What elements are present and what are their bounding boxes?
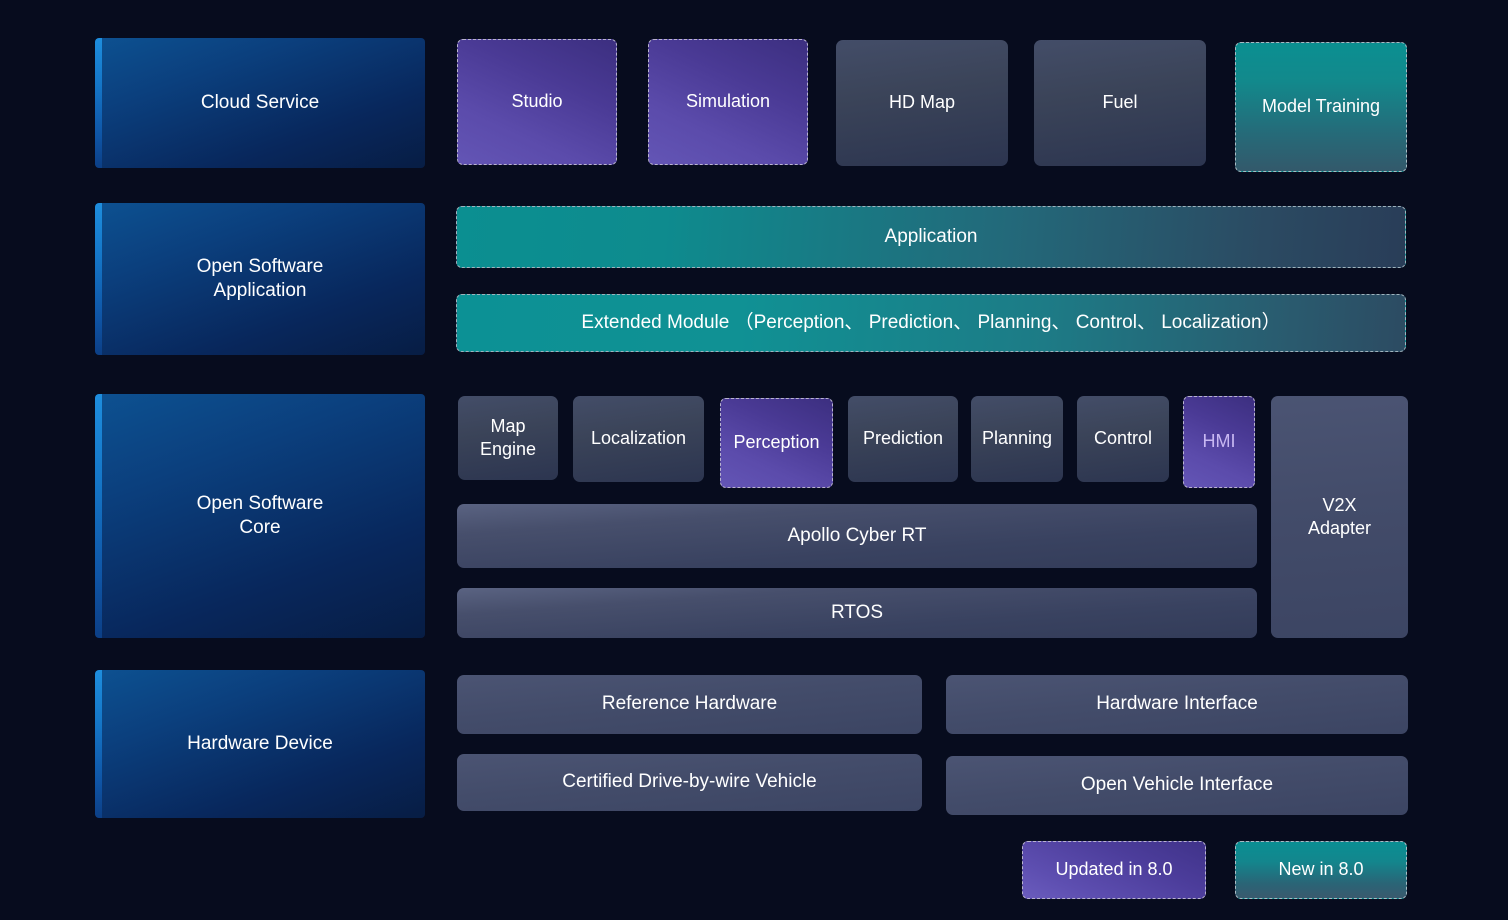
node-label-model-training: Model Training	[1261, 96, 1381, 117]
node-v2x-adapter[interactable]: V2X Adapter	[1271, 396, 1408, 638]
category-panel-cloud-service: Cloud Service	[95, 38, 425, 168]
node-hmi[interactable]: HMI	[1183, 396, 1255, 488]
legend-label-new: New in 8.0	[1278, 859, 1364, 880]
node-certified-drive-by-wire-vehicle[interactable]: Certified Drive-by-wire Vehicle	[457, 754, 922, 811]
node-label-fuel: Fuel	[1102, 92, 1138, 113]
node-application[interactable]: Application	[456, 206, 1406, 268]
node-hd-map[interactable]: HD Map	[836, 40, 1008, 166]
node-apollo-cyber-rt[interactable]: Apollo Cyber RT	[457, 504, 1257, 568]
node-studio[interactable]: Studio	[457, 39, 617, 165]
category-label-hardware-device: Hardware Device	[187, 732, 333, 754]
node-simulation[interactable]: Simulation	[648, 39, 808, 165]
node-fuel[interactable]: Fuel	[1034, 40, 1206, 166]
node-label-open-vehicle-interface: Open Vehicle Interface	[1080, 774, 1274, 796]
node-label-hd-map: HD Map	[888, 92, 955, 113]
node-open-vehicle-interface[interactable]: Open Vehicle Interface	[946, 756, 1408, 815]
node-perception[interactable]: Perception	[720, 398, 833, 488]
node-hardware-interface[interactable]: Hardware Interface	[946, 675, 1408, 734]
node-model-training[interactable]: Model Training	[1235, 42, 1407, 172]
node-label-map-engine: Map Engine	[479, 415, 537, 459]
node-label-v2x-adapter: V2X Adapter	[1307, 494, 1372, 538]
node-label-reference-hardware: Reference Hardware	[601, 693, 778, 715]
accent-bar	[95, 203, 102, 355]
node-label-hmi: HMI	[1202, 431, 1236, 452]
node-label-hardware-interface: Hardware Interface	[1096, 693, 1258, 715]
node-localization[interactable]: Localization	[573, 396, 704, 482]
category-label-open-software-core: Open Software Core	[196, 492, 324, 538]
node-reference-hardware[interactable]: Reference Hardware	[457, 675, 922, 734]
node-label-application: Application	[884, 225, 978, 247]
node-label-control: Control	[1093, 428, 1153, 449]
category-label-cloud-service: Cloud Service	[200, 91, 320, 113]
node-rtos[interactable]: RTOS	[457, 588, 1257, 638]
node-label-simulation: Simulation	[685, 91, 771, 112]
node-label-extended-module: Extended Module （Perception、 Prediction、…	[581, 311, 1281, 333]
node-label-planning: Planning	[981, 428, 1053, 449]
node-label-certified-drive-by-wire-vehicle: Certified Drive-by-wire Vehicle	[562, 771, 817, 793]
node-label-rtos: RTOS	[830, 601, 884, 623]
node-label-studio: Studio	[511, 91, 563, 112]
node-label-perception: Perception	[733, 432, 820, 453]
category-panel-hardware-device: Hardware Device	[95, 670, 425, 818]
node-label-apollo-cyber-rt: Apollo Cyber RT	[787, 524, 927, 546]
node-prediction[interactable]: Prediction	[848, 396, 958, 482]
node-label-prediction: Prediction	[862, 428, 944, 449]
accent-bar	[95, 394, 102, 638]
node-map-engine[interactable]: Map Engine	[458, 396, 558, 480]
legend-updated-in-8: Updated in 8.0	[1022, 841, 1206, 899]
legend-label-updated: Updated in 8.0	[1055, 859, 1173, 880]
category-panel-open-software-core: Open Software Core	[95, 394, 425, 638]
accent-bar	[95, 38, 102, 168]
node-extended-module[interactable]: Extended Module （Perception、 Prediction、…	[456, 294, 1406, 352]
category-label-open-software-application: Open Software Application	[196, 255, 324, 301]
legend-new-in-8: New in 8.0	[1235, 841, 1407, 899]
category-panel-open-software-application: Open Software Application	[95, 203, 425, 355]
node-planning[interactable]: Planning	[971, 396, 1063, 482]
accent-bar	[95, 670, 102, 818]
node-control[interactable]: Control	[1077, 396, 1169, 482]
node-label-localization: Localization	[590, 428, 687, 449]
